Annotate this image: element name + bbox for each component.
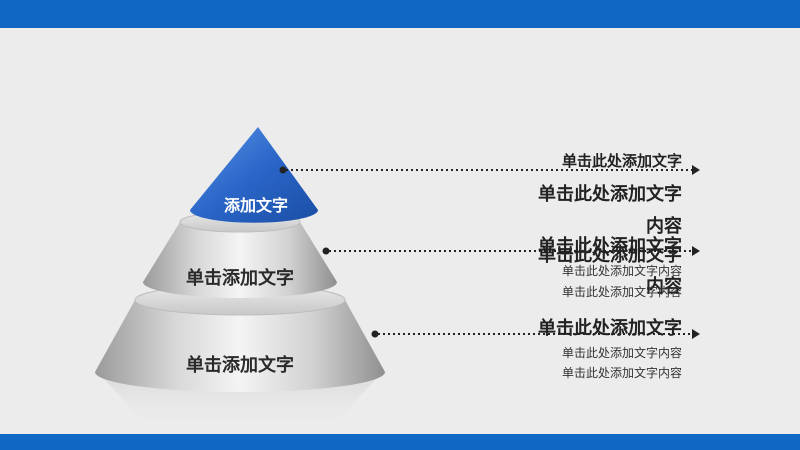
callout-middle-overflow[interactable]: 内容 — [646, 276, 682, 297]
callout-top-title[interactable]: 单击此处添加文字 — [538, 184, 682, 205]
callout-middle-line-1[interactable]: 单击此处添加文字内容 — [561, 264, 682, 278]
callout-middle-title-a[interactable]: 单击此处添加文字 — [538, 236, 682, 257]
callout-bottom-title[interactable]: 单击此处添加文字 — [538, 318, 682, 339]
callout-middle-line-2[interactable]: 单击此处添加文字内容 — [561, 285, 682, 299]
pyramid-bottom-label[interactable]: 单击添加文字 — [186, 355, 294, 376]
top-accent-bar — [0, 0, 800, 28]
callout-bottom-line-2[interactable]: 单击此处添加文字内容 — [561, 366, 682, 380]
pyramid-top-label[interactable]: 添加文字 — [223, 196, 288, 215]
callout-top-title-small[interactable]: 单击此处添加文字 — [561, 152, 682, 170]
leader-lines — [279, 165, 700, 339]
callout-middle-title-b[interactable]: 单击此处添加文字 — [538, 245, 682, 266]
callout-top-title-wrap[interactable]: 内容 — [646, 216, 682, 237]
pyramid-middle-label[interactable]: 单击添加文字 — [186, 268, 294, 289]
pyramid-tier-top — [190, 127, 318, 223]
bottom-accent-bar — [0, 434, 800, 450]
callout-bottom-line-1[interactable]: 单击此处添加文字内容 — [561, 346, 682, 360]
